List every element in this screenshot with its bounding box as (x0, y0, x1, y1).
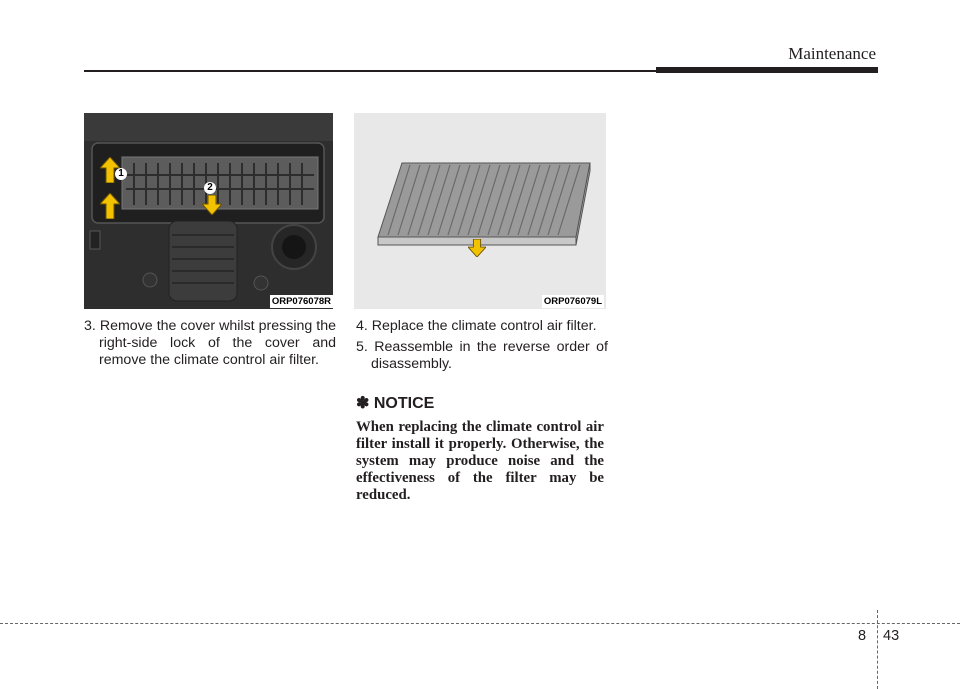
notice-symbol-icon: ✽ (356, 395, 370, 412)
figure-code: ORP076078R (269, 295, 333, 308)
step-4: 4. Replace the climate control air filte… (356, 318, 597, 334)
air-filter-illustration (354, 113, 606, 309)
up-arrow-icon (100, 193, 120, 219)
marker-1: 1 (115, 168, 127, 180)
down-arrow-icon (202, 195, 222, 215)
figure-cover-removal: 1 2 ORP076078R (84, 113, 333, 309)
down-arrow-icon (468, 239, 486, 257)
header-bar (656, 67, 878, 73)
left-column: 3. Remove the cover whilst pressing the … (84, 318, 336, 373)
step-3: 3. Remove the cover whilst pressing the … (84, 318, 336, 368)
header-rule (84, 70, 656, 72)
notice-heading: ✽ NOTICE (356, 393, 608, 413)
figure-code: ORP076079L (541, 295, 604, 308)
chapter-number: 8 (858, 628, 867, 644)
notice-title: NOTICE (373, 395, 435, 412)
marker-2: 2 (204, 182, 216, 194)
page-number: 43 (883, 628, 900, 644)
footer-rule (0, 623, 960, 624)
step-5: 5. Reassemble in the reverse order of di… (356, 339, 608, 372)
footer-divider (877, 610, 878, 689)
notice-body: When replacing the climate control air f… (356, 419, 604, 503)
section-title: Maintenance (788, 44, 876, 63)
middle-column: 4. Replace the climate control air filte… (356, 318, 608, 504)
cover-removal-illustration (84, 113, 333, 309)
figure-air-filter: ORP076079L (354, 113, 606, 309)
